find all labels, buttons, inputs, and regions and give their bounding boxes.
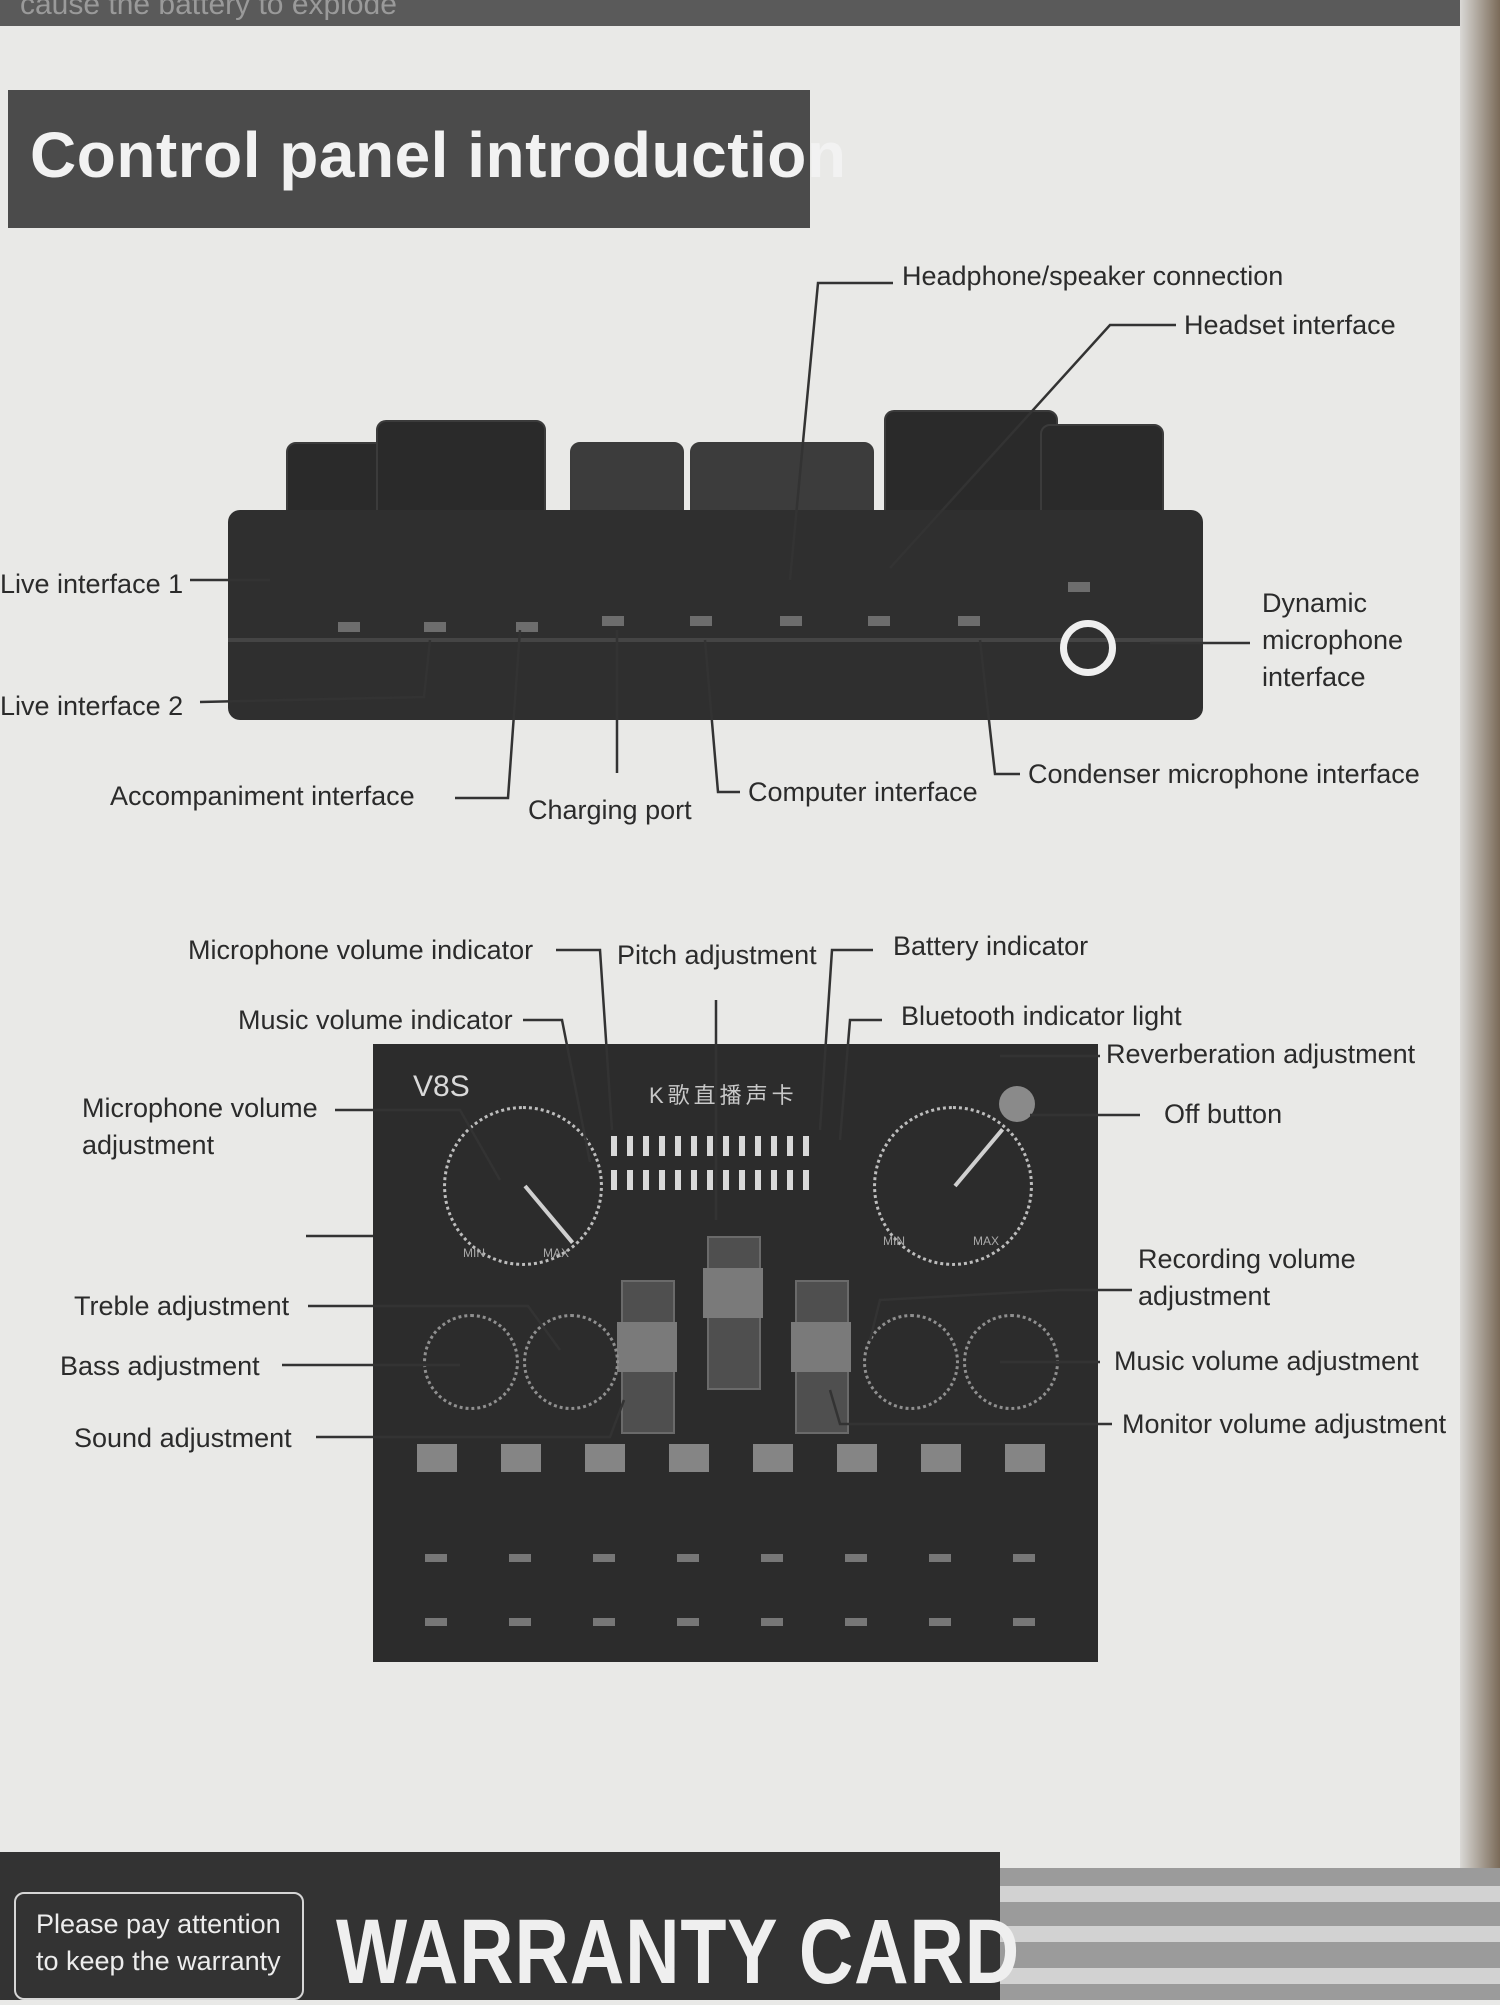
label-accompaniment: Accompaniment interface (110, 781, 415, 811)
button-row-2-2[interactable] (509, 1554, 531, 1562)
mic-volume-meter (611, 1136, 809, 1156)
dial-needle (953, 1128, 1005, 1188)
section-title: Control panel introduction (30, 119, 847, 191)
effect-button-5[interactable] (753, 1444, 793, 1472)
top-strip: cause the battery to explode (0, 0, 1500, 26)
label-pitch-adjustment: Pitch adjustment (617, 940, 817, 970)
label-music-volume-indicator: Music volume indicator (238, 1005, 513, 1035)
dial-max-label: MAX (543, 1246, 570, 1260)
label-sound: Sound adjustment (74, 1423, 292, 1453)
music-volume-dial[interactable] (963, 1314, 1059, 1410)
side-device-body (228, 510, 1203, 720)
top-view-device: V8S K歌直播声卡 MIN MAX MIN MAX (373, 1044, 1098, 1662)
label-battery-indicator: Battery indicator (893, 931, 1089, 961)
port-label-9 (1068, 582, 1090, 592)
button-row-2-7[interactable] (929, 1554, 951, 1562)
dynamic-mic-jack (1060, 620, 1116, 676)
label-headset: Headset interface (1184, 310, 1396, 340)
dial-needle (523, 1184, 575, 1244)
warranty-title: WARRANTY CARD (336, 1901, 1021, 2003)
button-row-2-1[interactable] (425, 1554, 447, 1562)
port-label-7 (868, 616, 890, 626)
label-live-interface-1: Live interface 1 (0, 569, 184, 599)
pitch-slider[interactable] (703, 1236, 763, 1390)
button-row-2-4[interactable] (677, 1554, 699, 1562)
label-bass: Bass adjustment (60, 1351, 260, 1381)
label-off-button: Off button (1164, 1099, 1283, 1129)
button-row-2-5[interactable] (761, 1554, 783, 1562)
label-music-volume-adjustment: Music volume adjustment (1114, 1346, 1419, 1376)
slider-cap[interactable] (703, 1268, 763, 1318)
recording-volume-dial[interactable] (863, 1314, 959, 1410)
button-row-3-7[interactable] (929, 1618, 951, 1626)
button-row-2-8[interactable] (1013, 1554, 1035, 1562)
label-treble: Treble adjustment (74, 1291, 290, 1321)
label-computer-interface: Computer interface (748, 777, 978, 807)
slider-cap[interactable] (617, 1322, 677, 1372)
label-mic-volume-adjustment: Microphone volume adjustment (82, 1093, 318, 1160)
warranty-stripes (1000, 1868, 1500, 2000)
port-label-6 (780, 616, 802, 626)
port-label-8 (958, 616, 980, 626)
effect-button-1[interactable] (417, 1444, 457, 1472)
effect-button-4[interactable] (669, 1444, 709, 1472)
port-label-1 (338, 622, 360, 632)
warranty-notice: Please pay attention to keep the warrant… (14, 1892, 304, 2000)
label-headphone-speaker: Headphone/speaker connection (902, 261, 1284, 291)
warranty-band (0, 1852, 1000, 2000)
label-condenser-mic: Condenser microphone interface (1028, 759, 1420, 789)
button-row-3-3[interactable] (593, 1618, 615, 1626)
effect-button-2[interactable] (501, 1444, 541, 1472)
label-live-interface-2: Live interface 2 (0, 691, 184, 721)
port-label-2 (424, 622, 446, 632)
effect-button-8[interactable] (1005, 1444, 1045, 1472)
slider-cap[interactable] (791, 1322, 851, 1372)
bass-dial[interactable] (423, 1314, 519, 1410)
music-volume-meter (611, 1170, 809, 1190)
button-row-3-2[interactable] (509, 1618, 531, 1626)
stripe (1000, 1886, 1500, 1902)
treble-dial[interactable] (523, 1314, 619, 1410)
label-recording-volume: Recording volume adjustment (1138, 1244, 1356, 1311)
top-text: cause the battery to explode (20, 0, 397, 21)
port-label-4 (602, 616, 624, 626)
port-label-5 (690, 616, 712, 626)
button-row-3-5[interactable] (761, 1618, 783, 1626)
button-row-3-1[interactable] (425, 1618, 447, 1626)
reverb-dial (873, 1106, 1033, 1266)
label-charging-port: Charging port (528, 795, 692, 825)
effect-button-7[interactable] (921, 1444, 961, 1472)
stripe (1000, 1926, 1500, 1942)
dial-min-label: MIN (883, 1234, 905, 1248)
button-row-3-6[interactable] (845, 1618, 867, 1626)
dial-max-label: MAX (973, 1234, 1000, 1248)
section-title-box: Control panel introduction (8, 90, 846, 228)
slider-right[interactable] (791, 1280, 851, 1434)
label-mic-volume-indicator: Microphone volume indicator (188, 935, 534, 965)
mic-volume-dial (443, 1106, 603, 1266)
button-row-2-6[interactable] (845, 1554, 867, 1562)
label-dynamic-mic: Dynamic microphone interface (1262, 588, 1404, 692)
port-label-3 (516, 622, 538, 632)
effect-button-3[interactable] (585, 1444, 625, 1472)
device-seam (228, 638, 1203, 642)
slider-left[interactable] (617, 1280, 677, 1434)
page-edge (1460, 0, 1500, 2000)
stripe (1000, 1968, 1500, 1984)
label-reverberation: Reverberation adjustment (1106, 1039, 1416, 1069)
off-button[interactable] (999, 1086, 1035, 1122)
button-row-3-8[interactable] (1013, 1618, 1035, 1626)
effect-button-6[interactable] (837, 1444, 877, 1472)
device-brand: V8S (413, 1070, 470, 1103)
device-subtitle: K歌直播声卡 (649, 1083, 798, 1108)
button-row-3-4[interactable] (677, 1618, 699, 1626)
button-row-2-3[interactable] (593, 1554, 615, 1562)
label-monitor-volume: Monitor volume adjustment (1122, 1409, 1447, 1439)
label-bluetooth-light: Bluetooth indicator light (901, 1001, 1182, 1031)
dial-min-label: MIN (463, 1246, 485, 1260)
